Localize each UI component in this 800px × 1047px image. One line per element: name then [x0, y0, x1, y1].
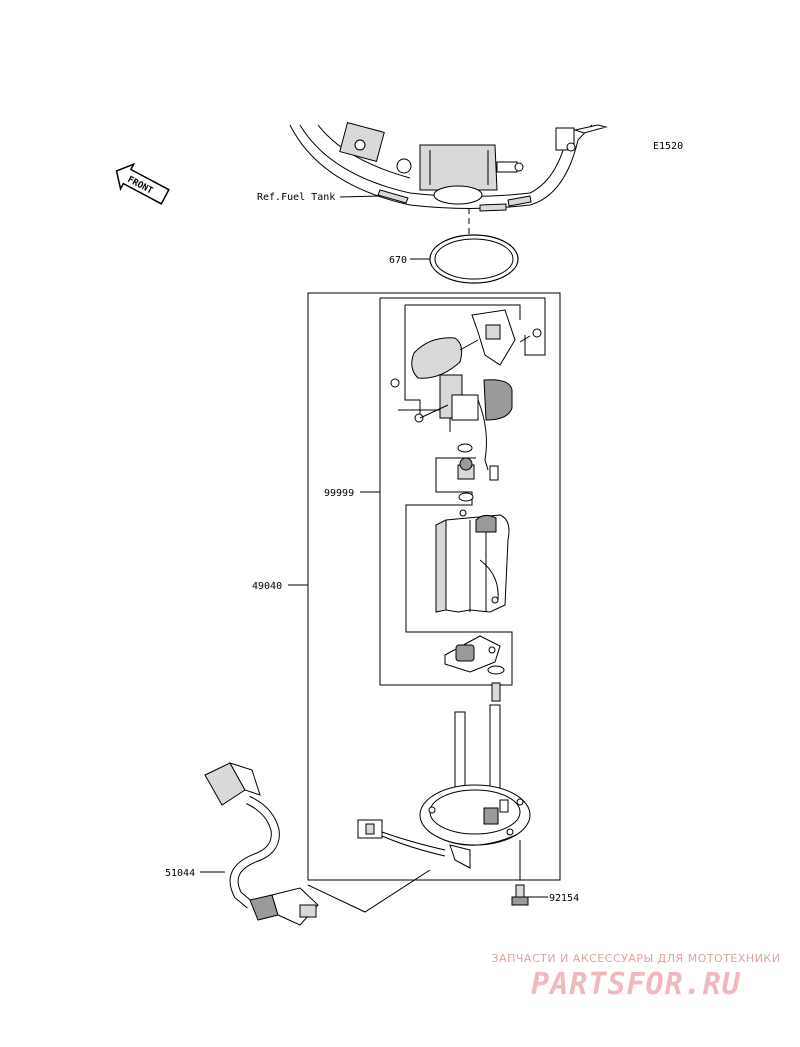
fuel-level-sender — [411, 309, 542, 379]
o-ring-gasket — [429, 234, 519, 284]
diagram-code: E1520 — [653, 141, 683, 152]
wiring-harness — [204, 762, 319, 926]
watermark-logo: PARTSFOR.RU — [531, 967, 741, 1002]
pump-bracket — [390, 374, 513, 471]
ref-fuel-tank-label: Ref.Fuel Tank — [257, 192, 335, 203]
pressure-regulator — [457, 457, 499, 481]
part-label-99999: 99999 — [324, 488, 354, 499]
mounting-bolt — [511, 884, 529, 906]
assembly-49040-frame — [307, 292, 561, 881]
watermark-tagline: ЗАПЧАСТИ И АКСЕССУАРЫ ДЛЯ МОТОТЕХНИКИ — [491, 952, 781, 965]
fuel-filter — [444, 635, 501, 673]
part-label-670: 670 — [389, 255, 407, 266]
pump-flange-plate — [419, 704, 531, 869]
front-arrow-icon: FRONT — [115, 162, 170, 205]
part-label-92154: 92154 — [549, 893, 579, 904]
fuel-tank-illustration — [289, 121, 608, 212]
part-label-51044: 51044 — [165, 868, 195, 879]
watermark: ЗАПЧАСТИ И АКСЕССУАРЫ ДЛЯ МОТОТЕХНИКИ PA… — [486, 952, 786, 1002]
fuel-pump-body — [435, 509, 510, 613]
part-label-49040: 49040 — [252, 581, 282, 592]
washer-upper — [457, 443, 473, 453]
sub-assembly-99999-frame — [379, 297, 546, 686]
ref-leader-line — [339, 195, 381, 198]
washer-lower — [458, 492, 474, 502]
pump-harness — [357, 819, 446, 857]
